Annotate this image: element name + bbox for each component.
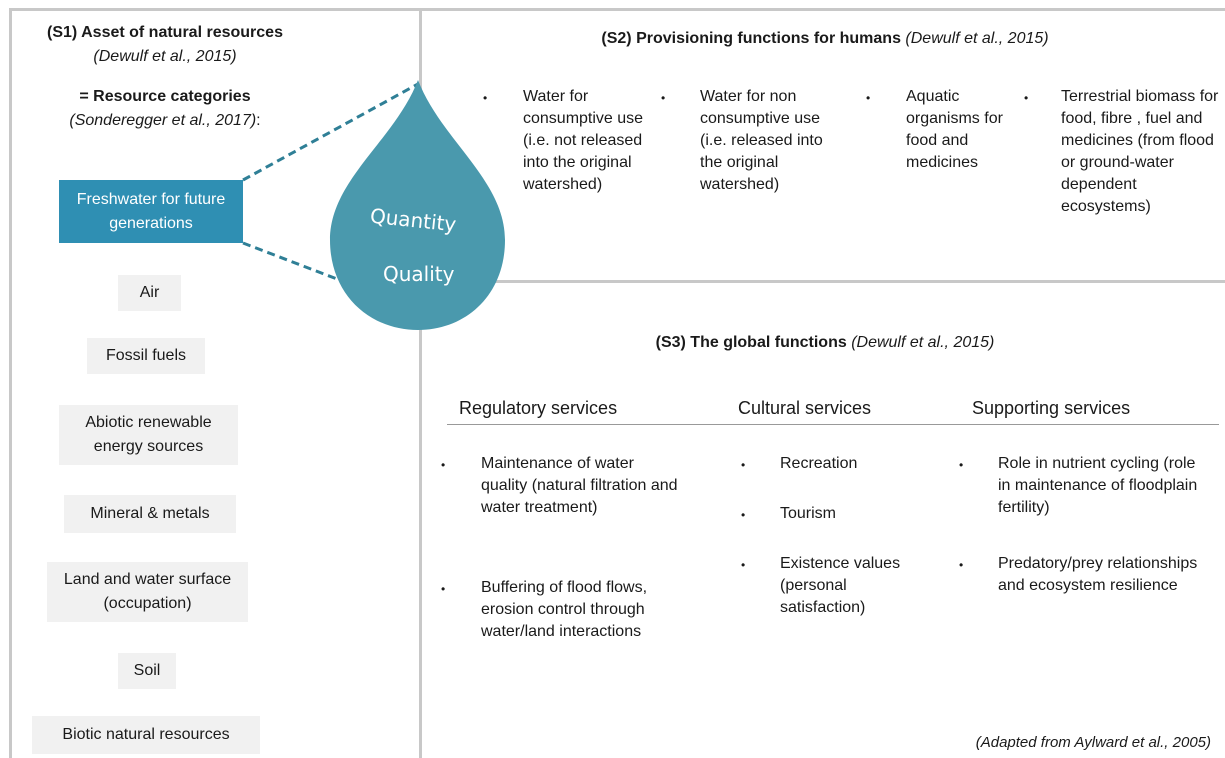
- s3-bullet: •: [741, 458, 746, 472]
- cultural-item-existence: Existence values (personal satisfaction): [780, 555, 901, 616]
- column-regulatory-title: Regulatory services: [459, 398, 618, 418]
- water-drop-icon: [330, 80, 505, 330]
- cultural-item-recreation: Recreation: [780, 455, 858, 472]
- s2-bullet: •: [866, 91, 871, 105]
- left-border: [9, 8, 12, 758]
- s2-heading: (S2) Provisioning functions for humans (…: [430, 30, 1220, 48]
- s2-item-terrestrial: Terrestrial biomass for food, fibre , fu…: [1061, 88, 1219, 215]
- s3-bullet: •: [441, 458, 446, 472]
- s3-citation: (Dewulf et al., 2015): [851, 334, 995, 351]
- drop-label-quantity: Quantity: [368, 203, 458, 237]
- s2-item-non-consumptive: Water for non consumptive use (i.e. rele…: [700, 88, 823, 193]
- category-air: Air: [118, 275, 181, 311]
- resource-categories-heading: = Resource categories: [79, 88, 251, 105]
- category-biotic: Biotic natural resources: [32, 716, 260, 754]
- regulatory-item-water-quality: Maintenance of water quality (natural fi…: [481, 455, 678, 516]
- top-border: [9, 8, 1225, 11]
- category-mineral-metals: Mineral & metals: [64, 495, 236, 533]
- s3-bullet: •: [959, 458, 964, 472]
- supporting-item-predatory: Predatory/prey relationships and ecosyst…: [998, 555, 1198, 594]
- category-soil: Soil: [118, 653, 176, 689]
- s2-bullet: •: [661, 91, 666, 105]
- category-abiotic-renewable: Abiotic renewable energy sources: [59, 405, 238, 465]
- s3-bullet: •: [959, 558, 964, 572]
- resource-categories-citation: (Sonderegger et al., 2017):: [0, 112, 330, 130]
- source-note: (Adapted from Aylward et al., 2005): [975, 734, 1211, 751]
- rc-cite: (Sonderegger et al., 2017): [69, 112, 257, 129]
- s2-citation: (Dewulf et al., 2015): [905, 30, 1049, 47]
- category-fossil-fuels: Fossil fuels: [87, 338, 205, 374]
- s2-item-aquatic: Aquatic organisms for food and medicines: [906, 88, 1003, 171]
- s2-title: (S2) Provisioning functions for humans: [601, 30, 901, 47]
- s3-bullet: •: [441, 582, 446, 596]
- category-freshwater[interactable]: Freshwater for future generations: [59, 180, 243, 243]
- s1-divider: [419, 8, 422, 758]
- s3-title: (S3) The global functions: [655, 334, 847, 351]
- s2-item-consumptive: Water for consumptive use (i.e. not rele…: [523, 88, 644, 193]
- s3-bullet: •: [741, 558, 746, 572]
- column-cultural-title: Cultural services: [738, 398, 872, 418]
- regulatory-item-buffering: Buffering of flood flows, erosion contro…: [481, 579, 648, 640]
- drop-label-quality: Quality: [383, 262, 455, 286]
- column-supporting-title: Supporting services: [972, 398, 1131, 418]
- s2-bullet: •: [483, 91, 488, 105]
- s3-header-rule: [447, 424, 1219, 425]
- s1-citation: (Dewulf et al., 2015): [93, 48, 237, 65]
- s3-bullet: •: [741, 508, 746, 522]
- s2-s3-divider: [421, 280, 1225, 283]
- category-land-water: Land and water surface (occupation): [47, 562, 248, 622]
- supporting-item-nutrient: Role in nutrient cycling (role in mainte…: [998, 455, 1198, 516]
- rc-colon: :: [256, 112, 261, 129]
- cultural-item-tourism: Tourism: [780, 505, 837, 522]
- s2-bullet: •: [1024, 91, 1029, 105]
- s1-title: (S1) Asset of natural resources: [47, 24, 283, 41]
- s3-heading: (S3) The global functions (Dewulf et al.…: [430, 334, 1220, 352]
